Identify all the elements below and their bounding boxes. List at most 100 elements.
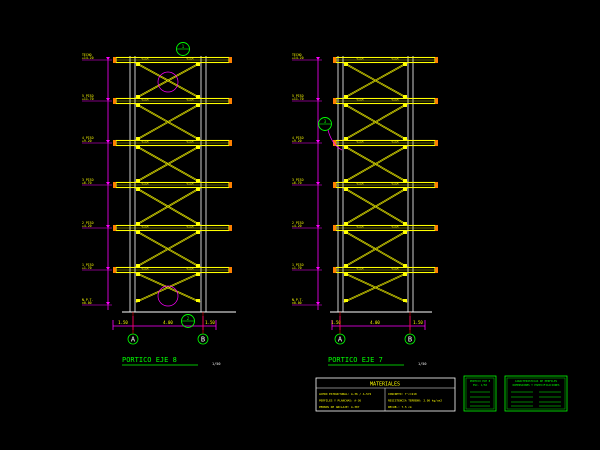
x-brace bbox=[135, 103, 201, 141]
detail-callout-side: 3 bbox=[318, 117, 343, 151]
beam-tag: VIGA bbox=[391, 140, 398, 144]
beam-tag: VIGA bbox=[391, 267, 398, 271]
beam-tag: VIGA bbox=[186, 182, 193, 186]
beam-tag: VIGA bbox=[356, 98, 363, 102]
level-value: ±0.00 bbox=[82, 301, 92, 305]
level-mark: 4 PISO+9.20 bbox=[292, 136, 322, 144]
level-name: 4 PISO bbox=[82, 136, 94, 140]
span-label: 4.00 bbox=[163, 320, 173, 325]
scale-note: 1/50 bbox=[212, 362, 220, 366]
level-mark: TECHO+14.20 bbox=[82, 53, 112, 61]
level-value: +6.70 bbox=[292, 181, 302, 185]
legend-box-small: PORTICO EJE 8 ESC. 1/50 bbox=[463, 375, 497, 412]
beam-tag: VIGA bbox=[356, 182, 363, 186]
level-marks: TECHO+14.20 5 PISO+11.70 4 PISO+9.20 3 PISO… bbox=[292, 53, 322, 306]
level-mark: 5 PISO+11.70 bbox=[292, 94, 322, 102]
level-name: 5 PISO bbox=[82, 94, 94, 98]
svg-text:2: 2 bbox=[187, 316, 190, 321]
x-brace bbox=[135, 272, 201, 303]
svg-text:DIMENSIONES Y ESPECIFICACIONES: DIMENSIONES Y ESPECIFICACIONES bbox=[513, 383, 560, 387]
level-mark: 2 PISO+4.20 bbox=[292, 221, 322, 229]
frame-title-eje-8: PORTICO EJE 8 1/50 bbox=[122, 356, 220, 366]
x-brace bbox=[343, 62, 408, 99]
bottom-dimension: 1.50 4.00 1.50 bbox=[112, 316, 217, 330]
axis-bubble-b: B bbox=[197, 312, 209, 345]
beam-tag: VIGA bbox=[186, 225, 193, 229]
axis-bubble-a: A bbox=[334, 312, 346, 345]
beam: VIGA VIGA bbox=[333, 98, 438, 105]
level-value: +14.20 bbox=[82, 56, 94, 60]
bottom-dimension: 1.50 4.00 1.50 bbox=[331, 316, 426, 330]
level-name: 1 PISO bbox=[82, 263, 94, 267]
x-brace bbox=[343, 145, 408, 183]
level-name: 3 PISO bbox=[82, 178, 94, 182]
svg-text:CARACTERISTICAS DE PERFILES: CARACTERISTICAS DE PERFILES bbox=[515, 379, 558, 383]
beam-tag: VIGA bbox=[356, 267, 363, 271]
level-name: 1 PISO bbox=[292, 263, 304, 267]
materials-title: MATERIALES bbox=[370, 382, 400, 388]
level-name: 4 PISO bbox=[292, 136, 304, 140]
level-value: +9.20 bbox=[82, 139, 92, 143]
detail-callout-bottom: 2 bbox=[157, 285, 195, 328]
beam-tag: VIGA bbox=[186, 98, 193, 102]
span-label: 1.50 bbox=[413, 320, 423, 325]
level-name: 5 PISO bbox=[292, 94, 304, 98]
level-name: N.P.T. bbox=[82, 298, 94, 302]
svg-text:PORTICO EJE 8: PORTICO EJE 8 bbox=[470, 379, 491, 383]
beam-tag: VIGA bbox=[356, 57, 363, 61]
level-name: 3 PISO bbox=[292, 178, 304, 182]
x-brace bbox=[343, 103, 408, 141]
x-brace bbox=[135, 230, 201, 268]
level-value: +11.70 bbox=[292, 97, 304, 101]
beam-tag: VIGA bbox=[391, 182, 398, 186]
materials-cell: PERNOS DE ANCLAJE: A-307 bbox=[319, 405, 360, 409]
x-brace bbox=[135, 62, 201, 99]
frame-title-eje-7: PORTICO EJE 7 1/50 bbox=[328, 356, 426, 366]
level-mark: N.P.T.±0.00 bbox=[292, 298, 322, 306]
x-brace bbox=[343, 230, 408, 268]
level-mark: 2 PISO+4.20 bbox=[82, 221, 112, 229]
x-brace bbox=[135, 187, 201, 226]
x-brace bbox=[343, 187, 408, 226]
materials-cell: PERFILES Y PLANCHAS: A-36 bbox=[319, 399, 361, 403]
level-mark: 1 PISO+1.70 bbox=[82, 263, 112, 271]
axis-bubble-a: A bbox=[127, 312, 139, 345]
span-label: 1.50 bbox=[118, 320, 128, 325]
x-brace bbox=[343, 272, 408, 303]
svg-text:B: B bbox=[408, 336, 412, 344]
braces bbox=[135, 62, 201, 303]
legend-box-large: CARACTERISTICAS DE PERFILES DIMENSIONES … bbox=[504, 375, 568, 412]
frame-title: PORTICO EJE 8 bbox=[122, 356, 177, 364]
level-mark: 5 PISO+11.70 bbox=[82, 94, 112, 102]
level-marks: TECHO+14.20 5 PISO+11.70 4 PISO+9.20 3 PISO… bbox=[82, 53, 112, 306]
level-mark: TECHO+14.20 bbox=[292, 53, 322, 61]
braces bbox=[343, 62, 408, 303]
beam-tag: VIGA bbox=[391, 98, 398, 102]
frame-title: PORTICO EJE 7 bbox=[328, 356, 383, 364]
scale-note: 1/50 bbox=[418, 362, 426, 366]
svg-text:B: B bbox=[201, 336, 205, 344]
level-value: +1.70 bbox=[292, 266, 302, 270]
level-value: +6.70 bbox=[82, 181, 92, 185]
materials-cell: RECUB.: 7.5 cm bbox=[388, 405, 412, 409]
beam-tag: VIGA bbox=[141, 140, 148, 144]
level-name: 2 PISO bbox=[82, 221, 94, 225]
beam-tag: VIGA bbox=[141, 267, 148, 271]
svg-text:A: A bbox=[338, 336, 343, 344]
span-label: 4.00 bbox=[370, 320, 380, 325]
level-mark: 1 PISO+1.70 bbox=[292, 263, 322, 271]
level-mark: 4 PISO+9.20 bbox=[82, 136, 112, 144]
beam-tag: VIGA bbox=[356, 225, 363, 229]
